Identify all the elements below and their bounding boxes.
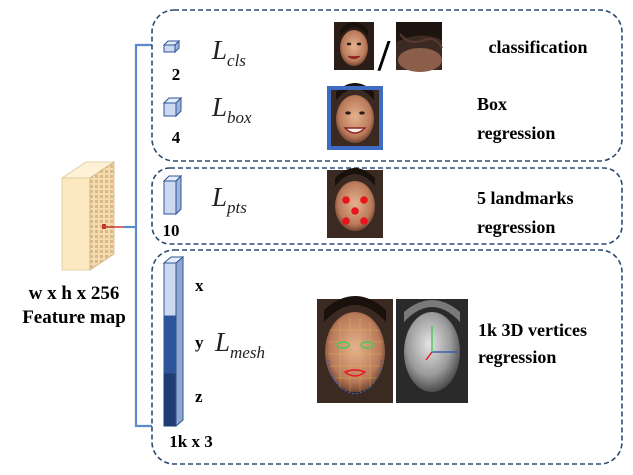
box-loss-label: Lbox: [211, 92, 252, 127]
box-channel-block: [162, 96, 183, 118]
cls-channel-block: [162, 39, 181, 54]
detection-group-box: [151, 9, 623, 162]
feature-map-name-label: Feature map: [22, 307, 126, 328]
landmark-face-thumbnail: [327, 168, 383, 238]
box-task-line1: Box: [477, 94, 507, 114]
feature-map-dims-label: w x h x 256: [29, 283, 120, 304]
feature-map-cube: [60, 161, 116, 271]
cls-loss-label: Lcls: [211, 35, 246, 70]
landmark-mouth-right: [360, 217, 368, 225]
face-thumbnail: [334, 22, 374, 70]
mesh-axis-x: x: [195, 276, 204, 295]
mesh-y-block: [163, 315, 177, 375]
landmark-group-box: [151, 167, 623, 245]
branch-bracket: [134, 43, 152, 428]
mesh-task-line2: regression: [478, 347, 556, 367]
cls-head: 2 Lcls / classification: [162, 22, 588, 84]
feature-map-pixel-marker: [102, 224, 106, 229]
pts-channel-count: 10: [163, 221, 180, 240]
cls-task-label: classification: [489, 37, 588, 57]
mesh-task-line1: 1k 3D vertices: [478, 320, 587, 340]
landmark-left-eye: [342, 196, 350, 204]
non-face-thumbnail: [396, 22, 443, 72]
mesh-loss-label: Lmesh: [214, 327, 265, 362]
bounding-box: [327, 86, 383, 150]
mesh-head: x y z 1k x 3 Lmesh: [162, 255, 587, 451]
mesh-overlay-face: [317, 296, 393, 403]
landmark-mouth-left: [342, 217, 350, 225]
mesh-3d-face: [396, 299, 468, 403]
mesh-z-block: [163, 373, 177, 427]
landmark-nose: [351, 207, 359, 215]
mesh-axis-y: y: [195, 333, 204, 352]
mesh-group-box: [151, 249, 623, 465]
box-task-line2: regression: [477, 123, 555, 143]
box-face-thumbnail: [327, 83, 383, 150]
pts-task-line2: regression: [477, 217, 555, 237]
mesh-axis-z: z: [195, 387, 203, 406]
box-head: 4 Lbox Box regression: [162, 83, 555, 150]
classification-separator: /: [377, 31, 391, 80]
cls-channel-count: 2: [172, 65, 181, 84]
box-channel-count: 4: [172, 128, 181, 147]
pts-loss-label: Lpts: [211, 182, 247, 217]
landmark-right-eye: [360, 196, 368, 204]
pts-task-line1: 5 landmarks: [477, 188, 574, 208]
mesh-x-block: [163, 262, 177, 317]
mesh-channel-stack: [162, 255, 185, 428]
pts-head: 10 Lpts 5 landmarks regression: [163, 168, 574, 240]
pts-channel-block: [162, 174, 183, 216]
mesh-channel-count: 1k x 3: [169, 432, 212, 451]
